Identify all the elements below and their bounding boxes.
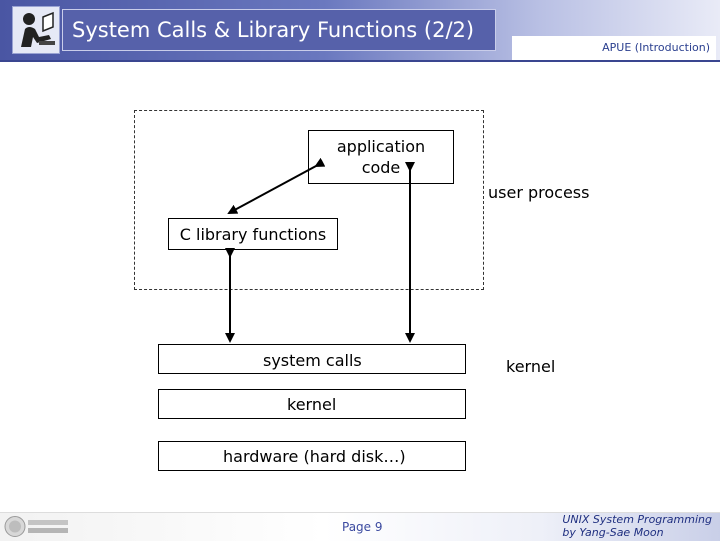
page-title: System Calls & Library Functions (2/2) bbox=[72, 18, 475, 42]
arrow-app-to-library bbox=[227, 157, 326, 214]
c-library-box: C library functions bbox=[168, 218, 338, 250]
presenter-icon bbox=[12, 6, 60, 54]
application-code-box: application code bbox=[308, 130, 454, 184]
hardware-box-label: hardware (hard disk…) bbox=[223, 446, 406, 466]
hardware-box: hardware (hard disk…) bbox=[158, 441, 466, 471]
course-credit: UNIX System Programming by Yang-Sae Moon bbox=[562, 513, 712, 539]
user-process-region bbox=[134, 110, 484, 290]
header-subtitle: APUE (Introduction) bbox=[602, 41, 710, 54]
header-tag-area bbox=[512, 36, 716, 60]
system-calls-label: system calls bbox=[263, 351, 362, 370]
university-seal-icon bbox=[2, 514, 72, 539]
course-author: by Yang-Sae Moon bbox=[562, 526, 664, 539]
kernel-box-label: kernel bbox=[287, 394, 337, 414]
user-process-label: user process bbox=[488, 183, 590, 202]
c-library-label: C library functions bbox=[179, 224, 327, 244]
course-title: UNIX System Programming bbox=[562, 513, 712, 526]
kernel-box: kernel bbox=[158, 389, 466, 419]
header-divider bbox=[0, 60, 720, 62]
system-calls-box: system calls bbox=[158, 344, 466, 374]
application-code-label: application code bbox=[336, 137, 426, 177]
title-box bbox=[62, 9, 496, 51]
footer-bar bbox=[0, 512, 720, 541]
kernel-side-label: kernel bbox=[506, 357, 556, 376]
page-number: Page 9 bbox=[342, 520, 383, 534]
